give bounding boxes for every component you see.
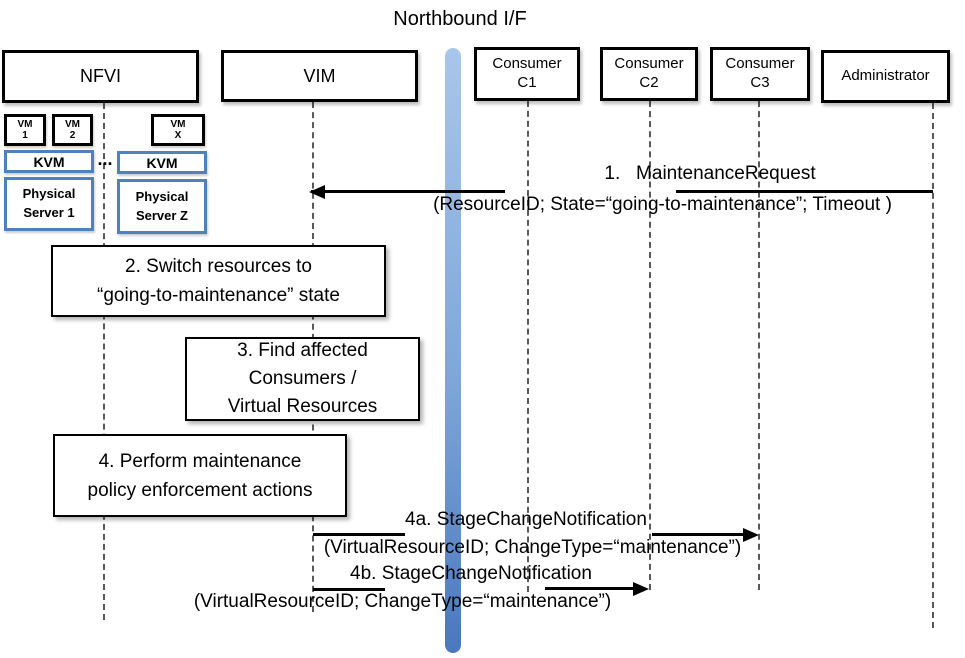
lifeline-consumer-c1 (527, 101, 529, 592)
diagram-title: Northbound I/F (393, 8, 527, 30)
message4a-label: 4a. StageChangeNotification (405, 509, 647, 530)
message1-arrow-shaft-left (311, 190, 505, 193)
actor-box-consumer-c3: Consumer C3 (710, 47, 810, 101)
actor-box-nfvi: NFVI (2, 50, 199, 103)
message1-arrowhead-left-icon (309, 185, 325, 199)
message4a-arrowhead-right-icon (743, 528, 759, 542)
message4b-arrowhead-right-icon (633, 582, 649, 596)
message1-label: 1. MaintenanceRequest (604, 163, 816, 184)
message1-arrow-shaft-right (676, 190, 933, 193)
lifeline-administrator (932, 103, 934, 628)
actor-box-consumer-c1: Consumer C1 (474, 47, 580, 101)
step4-policy-enforcement-box: 4. Perform maintenance policy enforcemen… (53, 434, 347, 517)
step3-find-affected-box: 3. Find affected Consumers / Virtual Res… (185, 337, 420, 421)
message4a-params: (VirtualResourceID; ChangeType=“maintena… (323, 537, 742, 558)
lifeline-nfvi (103, 103, 105, 620)
actor-box-vim: VIM (221, 50, 418, 102)
message4b-label: 4b. StageChangeNotification (350, 563, 592, 584)
vm2-box: VM 2 (52, 114, 93, 146)
step2-switch-resources-box: 2. Switch resources to “going-to-mainten… (51, 245, 386, 317)
message1-params: (ResourceID; State=“going-to-maintenance… (433, 194, 892, 215)
message4b-params: (VirtualResourceID; ChangeType=“maintena… (193, 591, 612, 612)
kvm-left-box: KVM (4, 150, 94, 173)
message4a-arrow-shaft-right (652, 533, 745, 536)
physical-server-1-box: Physical Server 1 (4, 177, 94, 231)
northbound-interface-bar (445, 48, 461, 653)
actor-box-administrator: Administrator (821, 50, 950, 103)
message4b-arrow-shaft-right (545, 587, 635, 590)
message4b-arrow-shaft-left (313, 588, 385, 591)
lifeline-consumer-c3 (758, 101, 760, 590)
kvm-right-box: KVM (117, 151, 207, 174)
lifeline-consumer-c2 (649, 101, 651, 590)
vmx-box: VM X (151, 114, 205, 146)
actor-box-consumer-c2: Consumer C2 (600, 47, 698, 101)
physical-server-z-box: Physical Server Z (117, 179, 207, 234)
vm1-box: VM 1 (4, 114, 46, 146)
message4a-arrow-shaft-left (313, 533, 405, 536)
ellipsis-dots: ... (97, 149, 113, 169)
